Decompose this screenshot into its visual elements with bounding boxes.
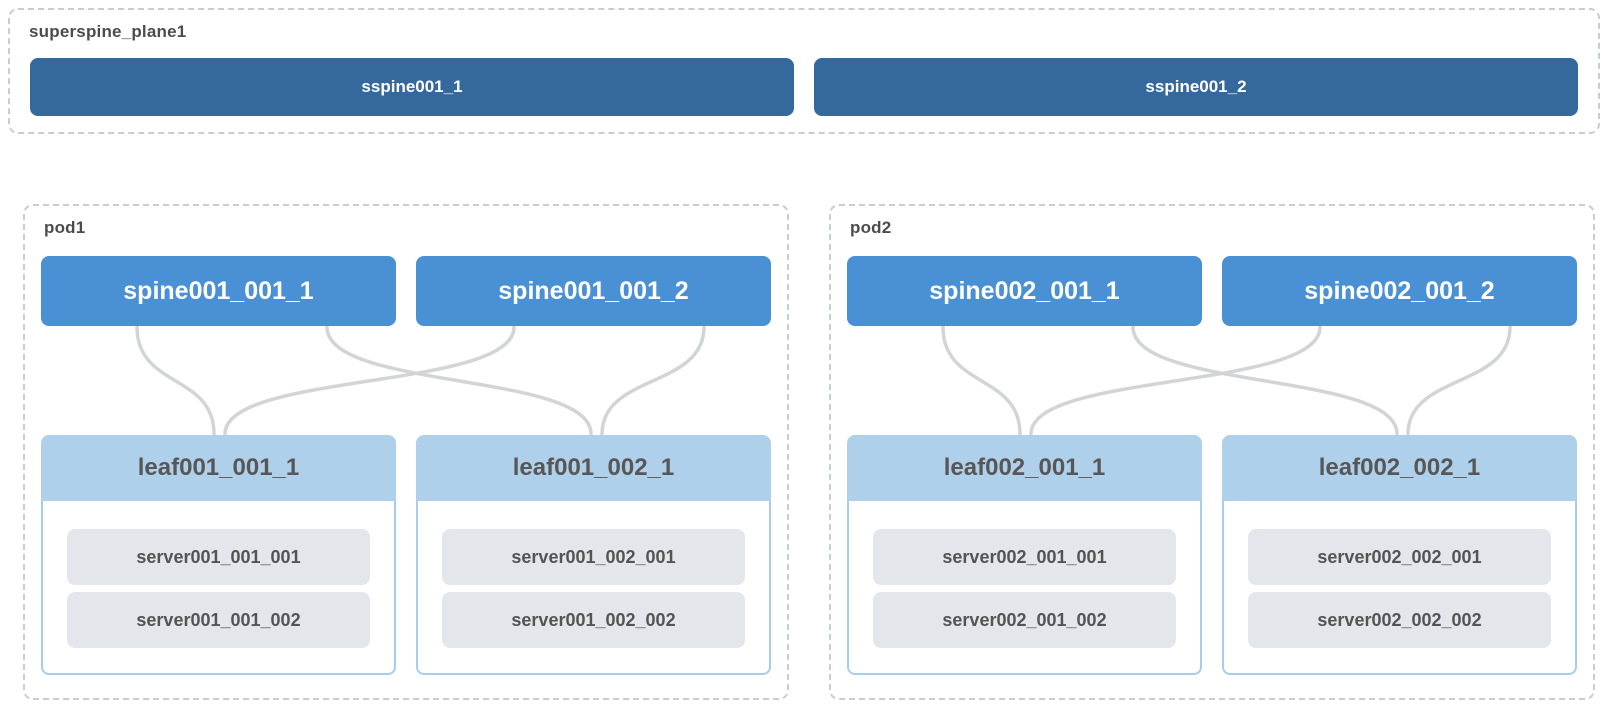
- node-label: server002_001_001: [942, 546, 1107, 567]
- node-server002-002-001[interactable]: server002_002_001: [1248, 529, 1551, 585]
- node-sspine001-1[interactable]: sspine001_1: [30, 58, 794, 116]
- leaf-card-leaf001-002-1: leaf001_002_1 server001_002_001 server00…: [416, 435, 771, 675]
- node-label: server001_002_002: [511, 609, 676, 630]
- node-label: spine001_001_2: [498, 276, 689, 305]
- link-spine2-leaf1: [223, 326, 516, 435]
- node-server001-002-002[interactable]: server001_002_002: [442, 592, 745, 648]
- link-spine2-leaf2: [1406, 326, 1512, 435]
- pod1-container: pod1 spine001_001_1 spine001_001_2 leaf0…: [23, 204, 789, 700]
- node-leaf002-002-1[interactable]: leaf002_002_1: [1222, 435, 1577, 501]
- pod2-container: pod2 spine002_001_1 spine002_001_2 leaf0…: [829, 204, 1595, 700]
- node-spine001-001-1[interactable]: spine001_001_1: [41, 256, 396, 326]
- node-spine002-001-2[interactable]: spine002_001_2: [1222, 256, 1577, 326]
- node-sspine001-2[interactable]: sspine001_2: [814, 58, 1578, 116]
- leaf-body: server002_002_001 server002_002_002: [1222, 501, 1577, 675]
- pod2-leaf-row: leaf002_001_1 server002_001_001 server00…: [847, 435, 1577, 675]
- node-label: leaf001_002_1: [512, 454, 675, 481]
- node-server002-001-001[interactable]: server002_001_001: [873, 529, 1176, 585]
- node-label: sspine001_2: [1145, 77, 1247, 96]
- leaf-body: server001_002_001 server001_002_002: [416, 501, 771, 675]
- node-label: server001_001_002: [136, 609, 301, 630]
- link-spine1-leaf1: [135, 326, 216, 435]
- pod2-label: pod2: [850, 218, 892, 237]
- node-server001-001-002[interactable]: server001_001_002: [67, 592, 370, 648]
- node-label: server001_001_001: [136, 546, 301, 567]
- node-label: server002_002_002: [1317, 609, 1482, 630]
- link-spine2-leaf2: [600, 326, 706, 435]
- node-server002-002-002[interactable]: server002_002_002: [1248, 592, 1551, 648]
- node-label: leaf002_001_1: [943, 454, 1106, 481]
- pod1-label: pod1: [44, 218, 86, 237]
- link-spine2-leaf1: [1029, 326, 1322, 435]
- leaf-body: server002_001_001 server002_001_002: [847, 501, 1202, 675]
- link-spine1-leaf2: [1131, 326, 1399, 435]
- node-label: spine001_001_1: [123, 276, 314, 305]
- node-spine002-001-1[interactable]: spine002_001_1: [847, 256, 1202, 326]
- superspine-row: sspine001_1 sspine001_2: [30, 58, 1578, 116]
- node-label: leaf001_001_1: [137, 454, 300, 481]
- superspine-plane-container: superspine_plane1 sspine001_1 sspine001_…: [8, 8, 1600, 134]
- node-label: spine002_001_2: [1304, 276, 1495, 305]
- link-spine1-leaf1: [941, 326, 1022, 435]
- node-leaf001-001-1[interactable]: leaf001_001_1: [41, 435, 396, 501]
- superspine-plane-label: superspine_plane1: [29, 22, 187, 41]
- link-spine1-leaf2: [325, 326, 593, 435]
- pod1-spine-row: spine001_001_1 spine001_001_2: [41, 256, 771, 326]
- leaf-card-leaf002-002-1: leaf002_002_1 server002_002_001 server00…: [1222, 435, 1577, 675]
- node-label: sspine001_1: [361, 77, 463, 96]
- node-label: server002_002_001: [1317, 546, 1482, 567]
- node-label: server002_001_002: [942, 609, 1107, 630]
- node-server002-001-002[interactable]: server002_001_002: [873, 592, 1176, 648]
- node-label: leaf002_002_1: [1318, 454, 1481, 481]
- pod1-leaf-row: leaf001_001_1 server001_001_001 server00…: [41, 435, 771, 675]
- node-leaf001-002-1[interactable]: leaf001_002_1: [416, 435, 771, 501]
- leaf-card-leaf002-001-1: leaf002_001_1 server002_001_001 server00…: [847, 435, 1202, 675]
- node-server001-002-001[interactable]: server001_002_001: [442, 529, 745, 585]
- leaf-card-leaf001-001-1: leaf001_001_1 server001_001_001 server00…: [41, 435, 396, 675]
- leaf-body: server001_001_001 server001_001_002: [41, 501, 396, 675]
- pod2-spine-leaf-links: [941, 326, 1512, 435]
- node-spine001-001-2[interactable]: spine001_001_2: [416, 256, 771, 326]
- pod1-spine-leaf-links: [135, 326, 706, 435]
- pod2-spine-row: spine002_001_1 spine002_001_2: [847, 256, 1577, 326]
- node-label: server001_002_001: [511, 546, 676, 567]
- node-leaf002-001-1[interactable]: leaf002_001_1: [847, 435, 1202, 501]
- node-server001-001-001[interactable]: server001_001_001: [67, 529, 370, 585]
- node-label: spine002_001_1: [929, 276, 1120, 305]
